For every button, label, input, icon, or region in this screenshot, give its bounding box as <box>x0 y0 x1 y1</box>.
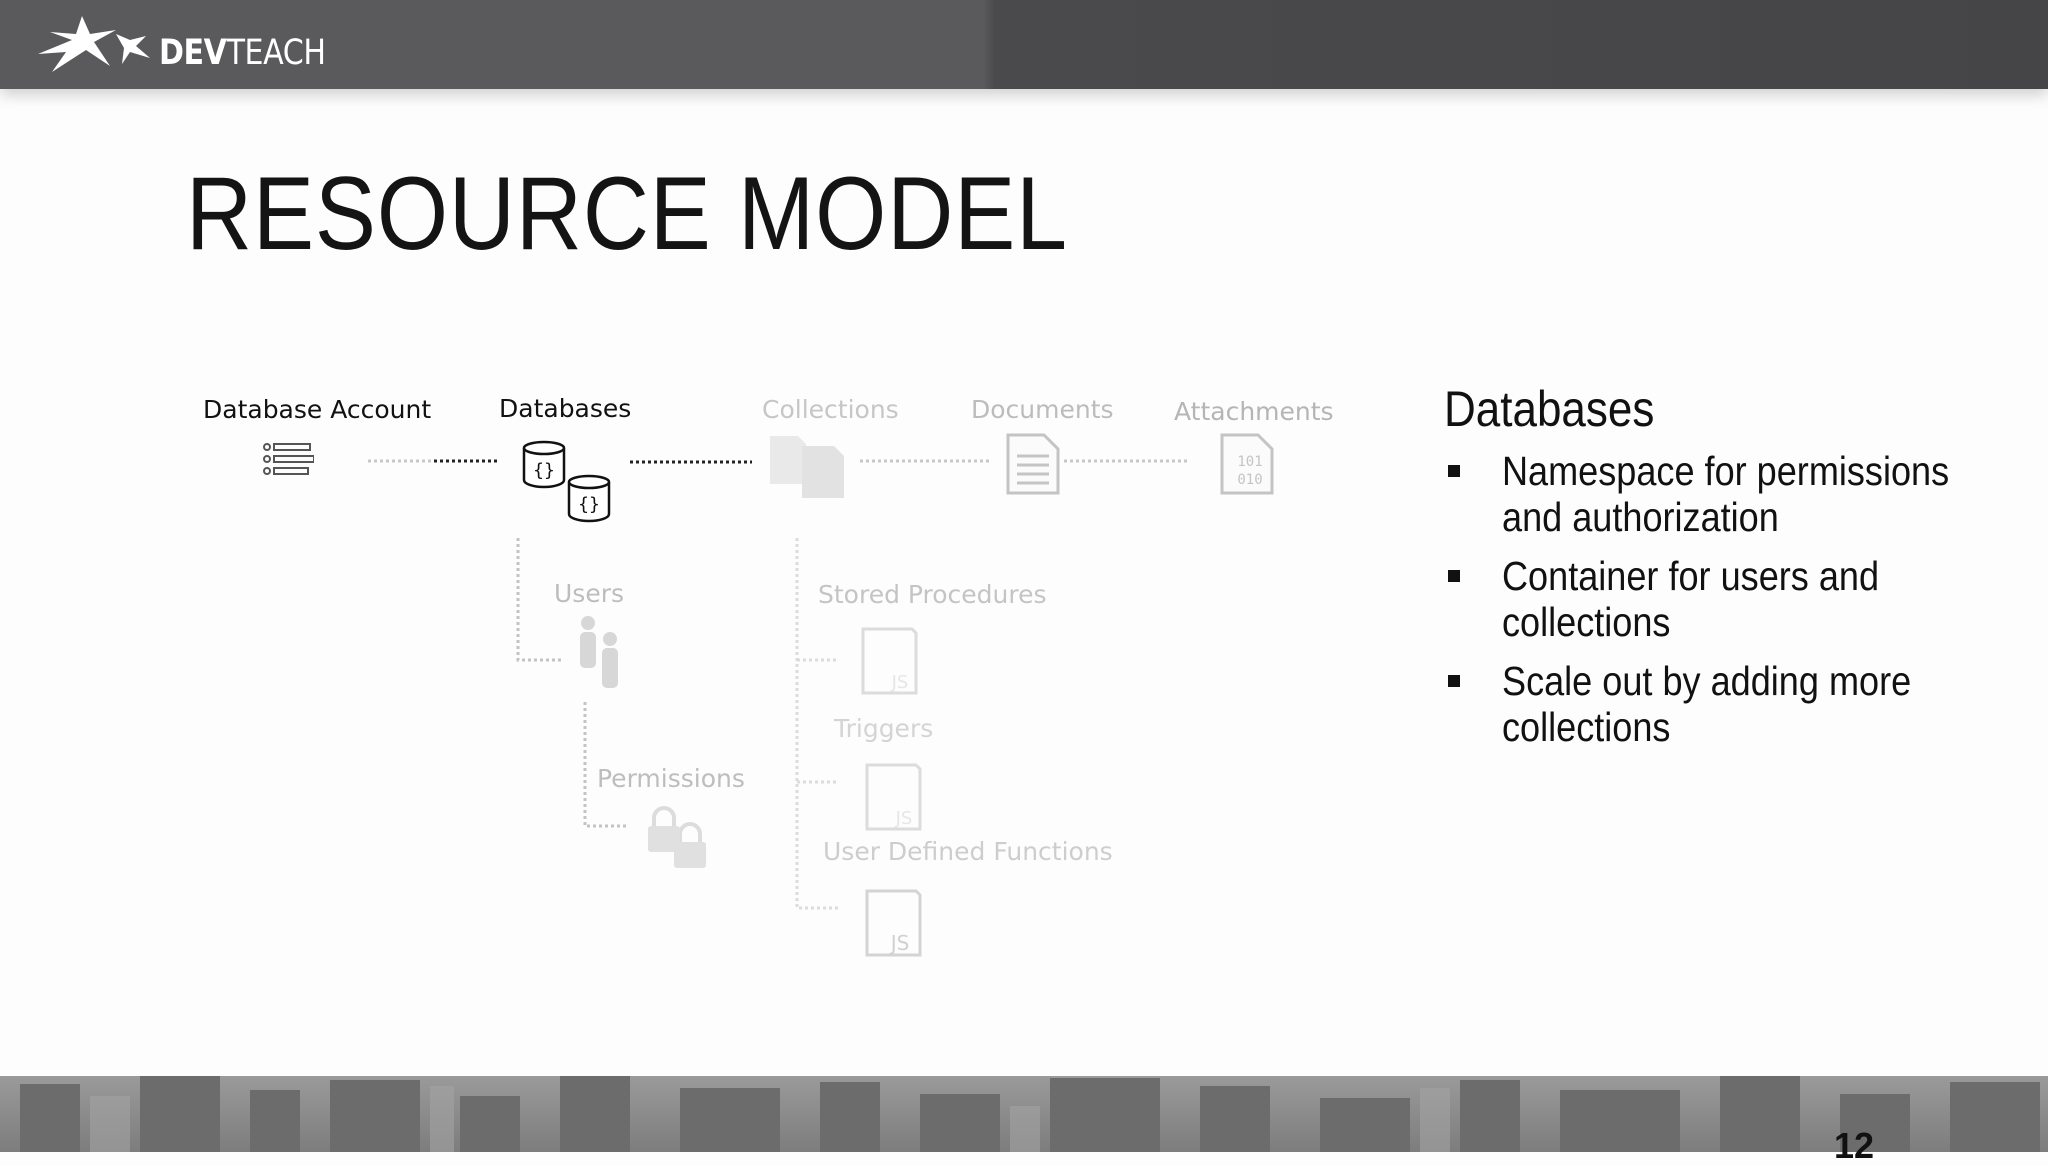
node-label-permissions: Permissions <box>597 764 745 793</box>
city-skyline-image <box>20 1076 2040 1152</box>
list-icon <box>263 443 314 475</box>
bullet-square-icon <box>1448 675 1460 687</box>
bullet-item: Container for users and collections <box>1446 553 2006 645</box>
js-file-icon: JS <box>865 889 922 957</box>
node-label-attachments: Attachments <box>1174 397 1334 426</box>
node-label-database-account: Database Account <box>203 395 432 424</box>
resource-model-diagram: Database Account Databases Collections D… <box>203 394 1334 957</box>
sidebar-heading: Databases <box>1444 381 1655 437</box>
slide-title: RESOURCE MODEL <box>186 156 1068 272</box>
binary-file-icon: 101 010 <box>1220 433 1274 495</box>
node-label-triggers: Triggers <box>834 714 934 743</box>
node-label-documents: Documents <box>971 395 1114 424</box>
node-label-databases: Databases <box>499 394 632 423</box>
svg-text:010: 010 <box>1237 472 1262 488</box>
svg-text:101: 101 <box>1237 454 1262 470</box>
document-icon <box>1006 433 1060 495</box>
svg-text:{}: {} <box>578 494 600 515</box>
bullet-square-icon <box>1448 570 1460 582</box>
node-label-user-defined-functions: User Defined Functions <box>823 837 1113 866</box>
database-icon: {} <box>522 440 566 489</box>
node-label-stored-procedures: Stored Procedures <box>818 580 1047 609</box>
bullet-square-icon <box>1448 465 1460 477</box>
header-bar: DEVTEACH <box>0 0 2048 89</box>
js-file-icon: JS <box>861 627 918 695</box>
node-label-users: Users <box>554 579 625 608</box>
diagram-connectors <box>368 459 1190 910</box>
bullet-item: Namespace for permissions and authorizat… <box>1446 448 2006 540</box>
svg-text:JS: JS <box>891 672 909 693</box>
brand-name: DEVTEACH <box>159 33 326 73</box>
devteach-stars-logo-icon <box>38 16 150 72</box>
database-icon: {} <box>567 474 611 523</box>
users-icon <box>580 616 618 688</box>
svg-text:{}: {} <box>533 460 555 481</box>
node-label-collections: Collections <box>762 395 899 424</box>
svg-text:JS: JS <box>895 808 913 829</box>
page-number: 12 <box>1834 1125 1875 1166</box>
collection-icon <box>770 436 844 498</box>
svg-text:JS: JS <box>889 931 910 955</box>
lock-icon <box>648 806 706 868</box>
bullet-item: Scale out by adding more collections <box>1446 658 2006 750</box>
bullet-list: Namespace for permissions and authorizat… <box>1446 448 2006 763</box>
footer-city-image <box>0 1076 2048 1152</box>
js-file-icon: JS <box>865 763 922 831</box>
